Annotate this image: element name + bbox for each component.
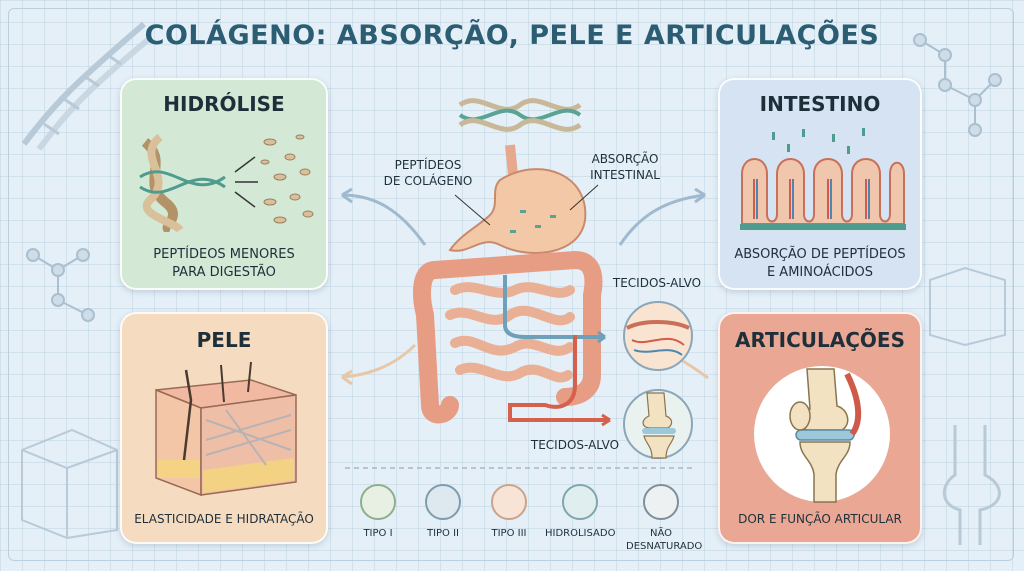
card-articulacoes: ARTICULAÇÕES DOR E FUNÇÃO ARTICULAR — [718, 312, 922, 544]
collagen-type-nao-desnaturado: NÃO DESNATURADO — [626, 484, 703, 553]
dots-icon — [491, 484, 527, 520]
page-frame — [8, 8, 1014, 561]
collagen-hydrolysis-icon — [139, 133, 314, 232]
tissue-block-decoration-icon — [929, 266, 1006, 347]
card-hidrolise-caption-2: PARA DIGESTÃO — [172, 265, 276, 280]
card-pele-title: PELE — [196, 328, 252, 352]
card-intestino-title: INTESTINO — [759, 92, 881, 116]
dna-decoration-icon — [21, 21, 151, 151]
collagen-type-3: TIPO III — [474, 484, 544, 540]
card-pele: PELE ELASTICIDADE E HIDRATAÇÃO — [120, 312, 328, 544]
collagen-type-1-label: TIPO I — [363, 528, 393, 539]
knee-joint-icon — [754, 366, 890, 503]
collagen-type-hidrolisado-label: HIDROLISADO — [545, 528, 616, 539]
crossed-fiber-icon — [643, 484, 679, 520]
collagen-type-nao-desnaturado-label-2: DESNATURADO — [626, 541, 703, 552]
card-articulacoes-caption-1: DOR E FUNÇÃO ARTICULAR — [738, 512, 902, 526]
label-tecidos-alvo-top: TECIDOS-ALVO — [612, 276, 702, 290]
molecule-decoration-left-icon — [26, 248, 95, 322]
card-intestino: INTESTINO ABSORÇÃO DE PEPTÍDEOS E AMINOÁ… — [718, 78, 922, 290]
ring-icon — [360, 484, 396, 520]
card-articulacoes-title: ARTICULAÇÕES — [735, 328, 905, 352]
collagen-type-3-label: TIPO III — [491, 528, 527, 539]
collagen-type-2-label: TIPO II — [426, 528, 460, 539]
collagen-type-1: TIPO I — [343, 484, 413, 540]
knee-decoration-icon — [942, 425, 1001, 545]
card-pele-caption-1: ELASTICIDADE E HIDRATAÇÃO — [134, 512, 314, 526]
collagen-type-hidrolisado: HIDROLISADO — [545, 484, 615, 540]
collagen-type-2: TIPO II — [408, 484, 478, 540]
card-hidrolise-caption-1: PEPTÍDEOS MENORES — [153, 247, 295, 262]
label-tecidos-alvo-bottom: TECIDOS-ALVO — [530, 438, 620, 452]
molecule-decoration-icon — [913, 33, 1002, 137]
card-intestino-caption-1: ABSORÇÃO DE PEPTÍDEOS — [734, 247, 906, 262]
label-absorcao-line-1: ABSORÇÃO — [591, 152, 659, 166]
intestinal-villi-icon — [740, 128, 906, 230]
target-tissue-knee-icon — [623, 389, 693, 459]
cartilage-cells-icon — [425, 484, 461, 520]
card-intestino-caption-2: E AMINOÁCIDOS — [766, 265, 874, 280]
label-peptideos-line-1: PEPTÍDEOS — [394, 158, 462, 172]
skin-block-decoration-icon — [21, 428, 118, 540]
card-hidrolise-title: HIDRÓLISE — [163, 92, 285, 116]
page-title: COLÁGENO: ABSORÇÃO, PELE E ARTICULAÇÕES — [144, 20, 880, 51]
droplet-icon — [562, 484, 598, 520]
skin-cross-section-icon — [155, 361, 297, 497]
types-divider — [345, 467, 695, 469]
label-absorcao-line-2: INTESTINAL — [590, 168, 660, 182]
collagen-type-nao-desnaturado-label-1: NÃO — [649, 528, 673, 539]
card-hidrolise: HIDRÓLISE PEPTÍDEOS MENORES PARA DIGESTÃ… — [120, 78, 328, 290]
target-tissue-skin-icon — [623, 301, 693, 371]
label-peptideos-line-2: DE COLÁGENO — [383, 174, 473, 188]
digestive-system-icon — [413, 98, 611, 427]
